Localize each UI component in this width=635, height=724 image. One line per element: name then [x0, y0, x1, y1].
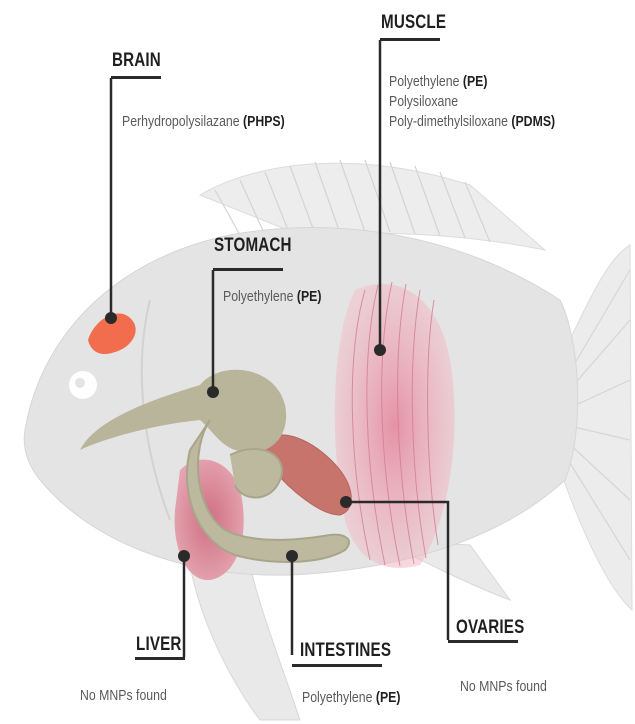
brain-heading: BRAIN: [112, 50, 161, 72]
ovaries-line-1: No MNPs found: [460, 677, 547, 697]
ovaries-underline: [448, 640, 518, 643]
stomach-line-1: Polyethylene (PE): [223, 287, 321, 307]
muscle-heading: MUSCLE: [381, 12, 446, 34]
muscle-dot: [374, 344, 386, 356]
stomach-description: Polyethylene (PE): [223, 287, 321, 307]
intestines-heading: INTESTINES: [300, 640, 391, 662]
muscle-line-1: Polyethylene (PE): [389, 72, 555, 92]
liver-description: No MNPs found: [80, 686, 167, 706]
ovaries-description: No MNPs found: [460, 677, 547, 697]
intestines-description: Polyethylene (PE): [302, 688, 400, 708]
brain-dot: [105, 312, 117, 324]
ovaries-dot: [340, 496, 352, 508]
stomach-dot: [207, 386, 219, 398]
liver-underline: [135, 657, 185, 660]
muscle-description: Polyethylene (PE) Polysiloxane Poly-dime…: [389, 72, 555, 132]
liver-line-1: No MNPs found: [80, 686, 167, 706]
muscle-line-2: Polysiloxane: [389, 92, 555, 112]
pelvic-fin: [190, 565, 300, 720]
liver-heading: LIVER: [136, 634, 182, 656]
brain-underline: [111, 76, 161, 79]
ovaries-heading: OVARIES: [456, 617, 524, 639]
fish-body: [24, 228, 577, 576]
brain-line-1: Perhydropolysilazane (PHPS): [122, 112, 285, 132]
liver-dot: [178, 550, 190, 562]
intestines-underline: [292, 664, 382, 667]
stomach-heading: STOMACH: [214, 235, 292, 257]
intestines-dot: [286, 550, 298, 562]
muscle-line-3: Poly-dimethylsiloxane (PDMS): [389, 112, 555, 132]
brain-description: Perhydropolysilazane (PHPS): [122, 112, 285, 132]
stomach-underline: [213, 268, 283, 271]
intestines-line-1: Polyethylene (PE): [302, 688, 400, 708]
muscle-underline: [380, 38, 440, 41]
